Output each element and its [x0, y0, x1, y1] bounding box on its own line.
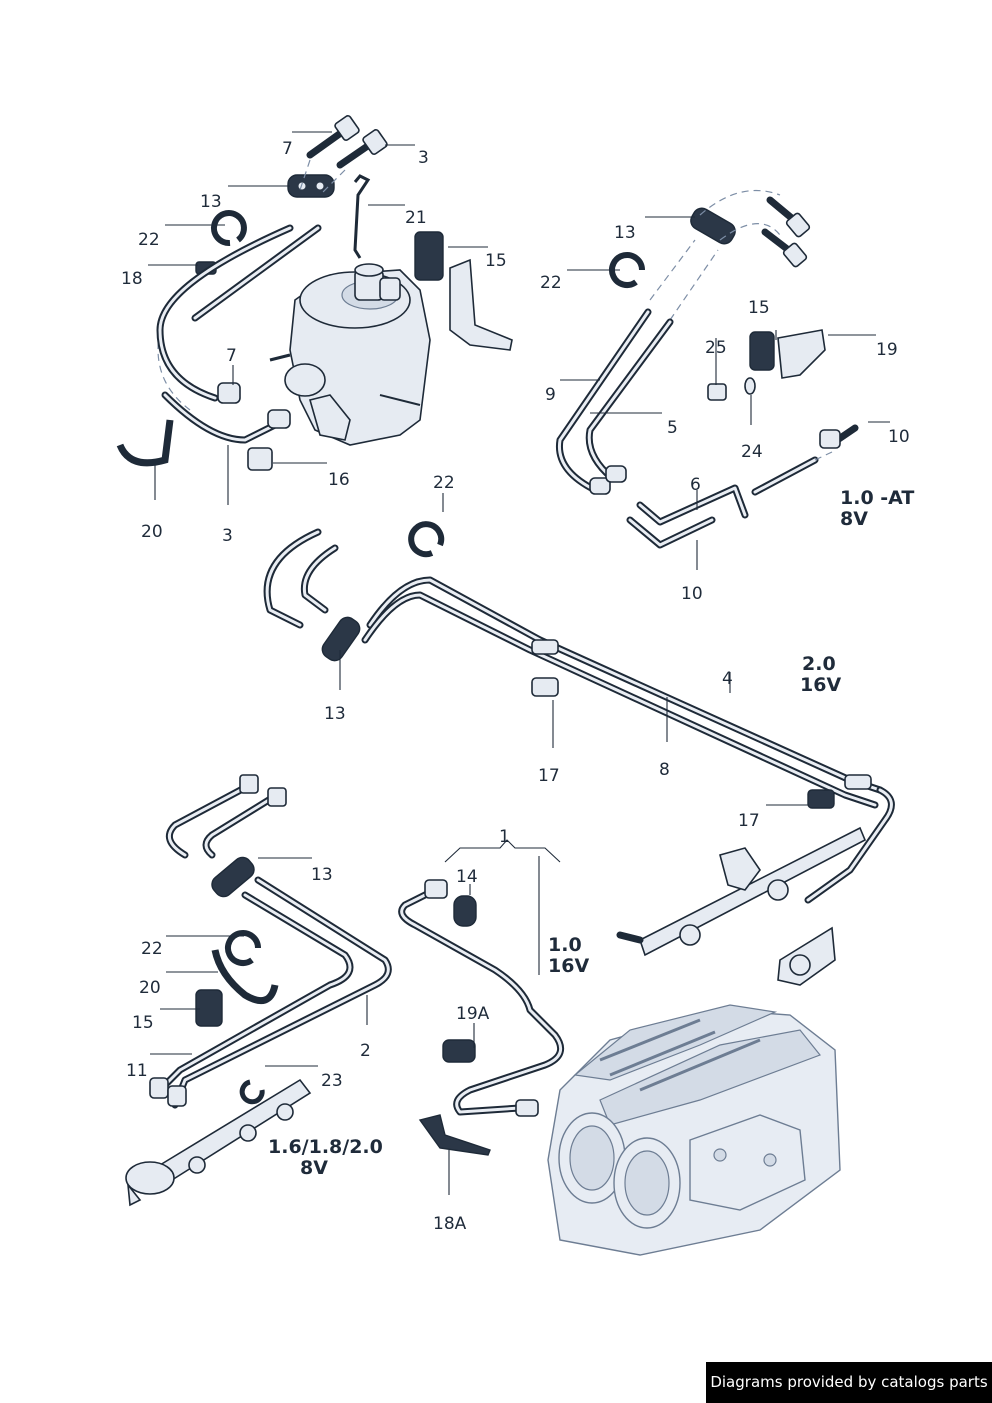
callout-3: 3 [418, 148, 429, 168]
throttle-body [269, 263, 431, 446]
callout-22-middle: 22 [433, 473, 455, 493]
clip-15-top [414, 231, 444, 281]
callout-22-bottom: 22 [141, 939, 163, 959]
callout-17: 17 [538, 766, 560, 786]
variant-1-0-16v-line1: 1.0 [548, 934, 582, 956]
holder-13-right [690, 207, 736, 245]
callout-21: 21 [405, 208, 427, 228]
engine-block [547, 1004, 841, 1256]
bracket-18a [418, 1114, 491, 1156]
variant-1-0-at-8v-line1: 1.0 -AT [840, 487, 914, 509]
callout-7-lower: 7 [226, 346, 237, 366]
callout-9: 9 [545, 385, 556, 405]
credit-banner: Diagrams provided by catalogs parts [706, 1362, 992, 1403]
clamp-22-right [609, 252, 645, 288]
callout-13-right: 13 [614, 223, 636, 243]
clip-17-middle [531, 677, 559, 697]
callout-16: 16 [328, 470, 350, 490]
holder-13-top [287, 174, 335, 198]
variant-1-0-at-8v-line2: 8V [840, 508, 868, 530]
grommet-14 [453, 895, 477, 927]
callout-10-lower: 10 [681, 584, 703, 604]
callout-10: 10 [888, 427, 910, 447]
clip-17-right [807, 789, 835, 809]
clip-15-bottom [195, 989, 223, 1027]
callout-19a: 19A [456, 1004, 490, 1024]
strap-20-top [116, 419, 174, 467]
variant-1-0-16v-line2: 16V [548, 955, 589, 977]
callout-1: 1 [499, 827, 510, 847]
callout-24: 24 [741, 442, 763, 462]
callout-labels: 7 3 13 21 22 15 18 7 20 3 16 13 22 15 19… [121, 139, 910, 1234]
variant-1-6-1-8-2-0-8v-line2: 8V [300, 1157, 328, 1179]
callout-25: 25 [705, 338, 727, 358]
variant-2-0-16v-line1: 2.0 [802, 653, 836, 675]
callout-4: 4 [722, 669, 733, 689]
clamp-22-top-left [210, 210, 247, 247]
callout-11: 11 [126, 1061, 148, 1081]
holder-13-middle [321, 616, 361, 662]
callout-13-bottom: 13 [311, 865, 333, 885]
callout-15: 15 [485, 251, 507, 271]
callout-18a: 18A [433, 1214, 467, 1234]
callout-2: 2 [360, 1041, 371, 1061]
leader-lines [148, 131, 890, 1195]
callout-13: 13 [200, 192, 222, 212]
clip-23 [239, 1079, 265, 1105]
fuel-rail-8v [125, 1077, 312, 1207]
callout-6: 6 [690, 475, 701, 495]
callout-23: 23 [321, 1071, 343, 1091]
clamp-22-middle [408, 521, 445, 558]
callout-20-bottom: 20 [139, 978, 161, 998]
clip-15-right [749, 331, 775, 371]
callout-22: 22 [138, 230, 160, 250]
strap-20-bottom [211, 949, 279, 1005]
variant-labels: 1.0 -AT 8V 2.0 16V 1.0 16V 1.6/1.8/2.0 8… [268, 487, 914, 1179]
callout-5: 5 [667, 418, 678, 438]
clip-19a [442, 1039, 476, 1063]
bolt-25 [707, 383, 727, 401]
clamp-22-bottom [225, 930, 261, 966]
callout-17-right: 17 [738, 811, 760, 831]
washer-24 [744, 377, 756, 395]
holder-13-bottom [211, 856, 255, 898]
callout-7: 7 [282, 139, 293, 159]
variant-1-6-1-8-2-0-8v-line1: 1.6/1.8/2.0 [268, 1136, 383, 1158]
bracket-19 [777, 329, 826, 379]
variant-2-0-16v-line2: 16V [800, 674, 841, 696]
callout-3-lower: 3 [222, 526, 233, 546]
callout-19: 19 [876, 340, 898, 360]
callout-22-right: 22 [540, 273, 562, 293]
callout-13-middle: 13 [324, 704, 346, 724]
callout-15-right: 15 [748, 298, 770, 318]
callout-15-bottom: 15 [132, 1013, 154, 1033]
clip-16 [247, 447, 273, 471]
callout-8: 8 [659, 760, 670, 780]
fuel-rail-16v [616, 826, 867, 986]
clip-21 [353, 174, 371, 259]
bracket-15-top [449, 258, 513, 351]
callout-18: 18 [121, 269, 143, 289]
callout-14: 14 [456, 867, 478, 887]
callout-20: 20 [141, 522, 163, 542]
